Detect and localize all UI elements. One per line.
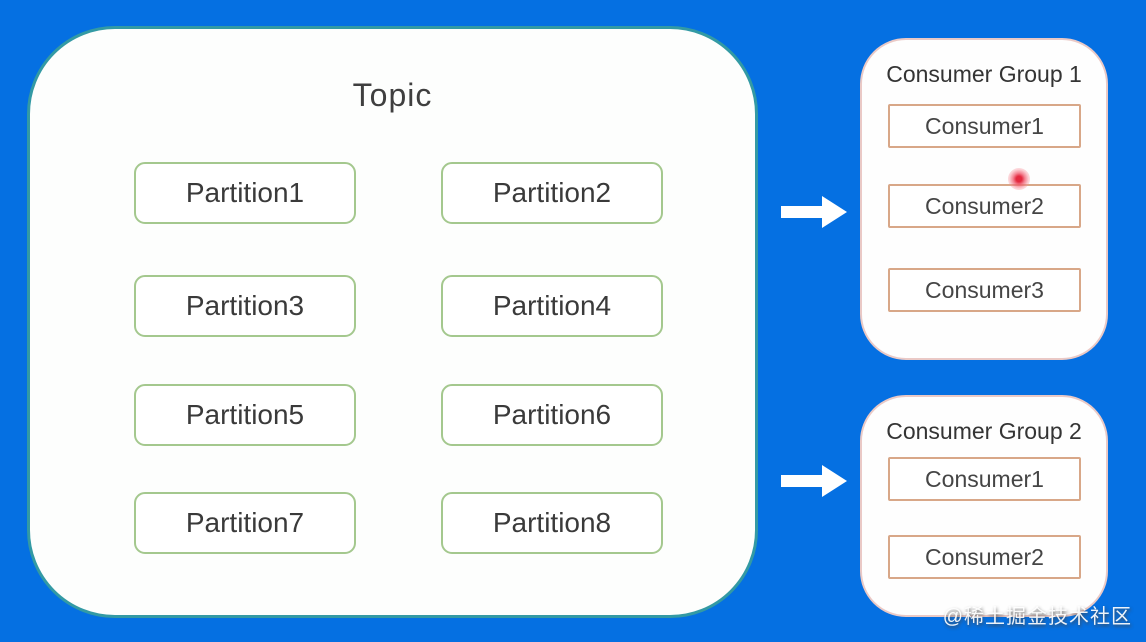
consumer-group-2-title: Consumer Group 2 <box>886 418 1082 444</box>
partition-box-3: Partition3 <box>134 275 356 337</box>
consumer-box: Consumer2 <box>888 535 1081 579</box>
watermark: @稀土掘金技术社区 <box>942 606 1132 628</box>
consumer-box: Consumer1 <box>888 457 1081 501</box>
consumer-box: Consumer1 <box>888 104 1081 148</box>
partition-box-2: Partition2 <box>441 162 663 224</box>
consumer-box: Consumer2 <box>888 184 1081 228</box>
topic-title: Topic <box>352 77 433 113</box>
partition-box-4: Partition4 <box>441 275 663 337</box>
partition-box-7: Partition7 <box>134 492 356 554</box>
consumer-box: Consumer3 <box>888 268 1081 312</box>
topic-container: Topic Partition1 Partition2 Partition3 P… <box>27 26 758 618</box>
partition-box-8: Partition8 <box>441 492 663 554</box>
consumer-group-2-container: Consumer Group 2 Consumer1 Consumer2 <box>860 395 1108 617</box>
partition-box-1: Partition1 <box>134 162 356 224</box>
arrow-right-icon <box>781 196 847 228</box>
arrow-right-icon <box>781 465 847 497</box>
partition-box-6: Partition6 <box>441 384 663 446</box>
consumer-group-1-title: Consumer Group 1 <box>886 61 1082 87</box>
consumer-group-1-container: Consumer Group 1 Consumer1 Consumer2 Con… <box>860 38 1108 360</box>
partition-box-5: Partition5 <box>134 384 356 446</box>
